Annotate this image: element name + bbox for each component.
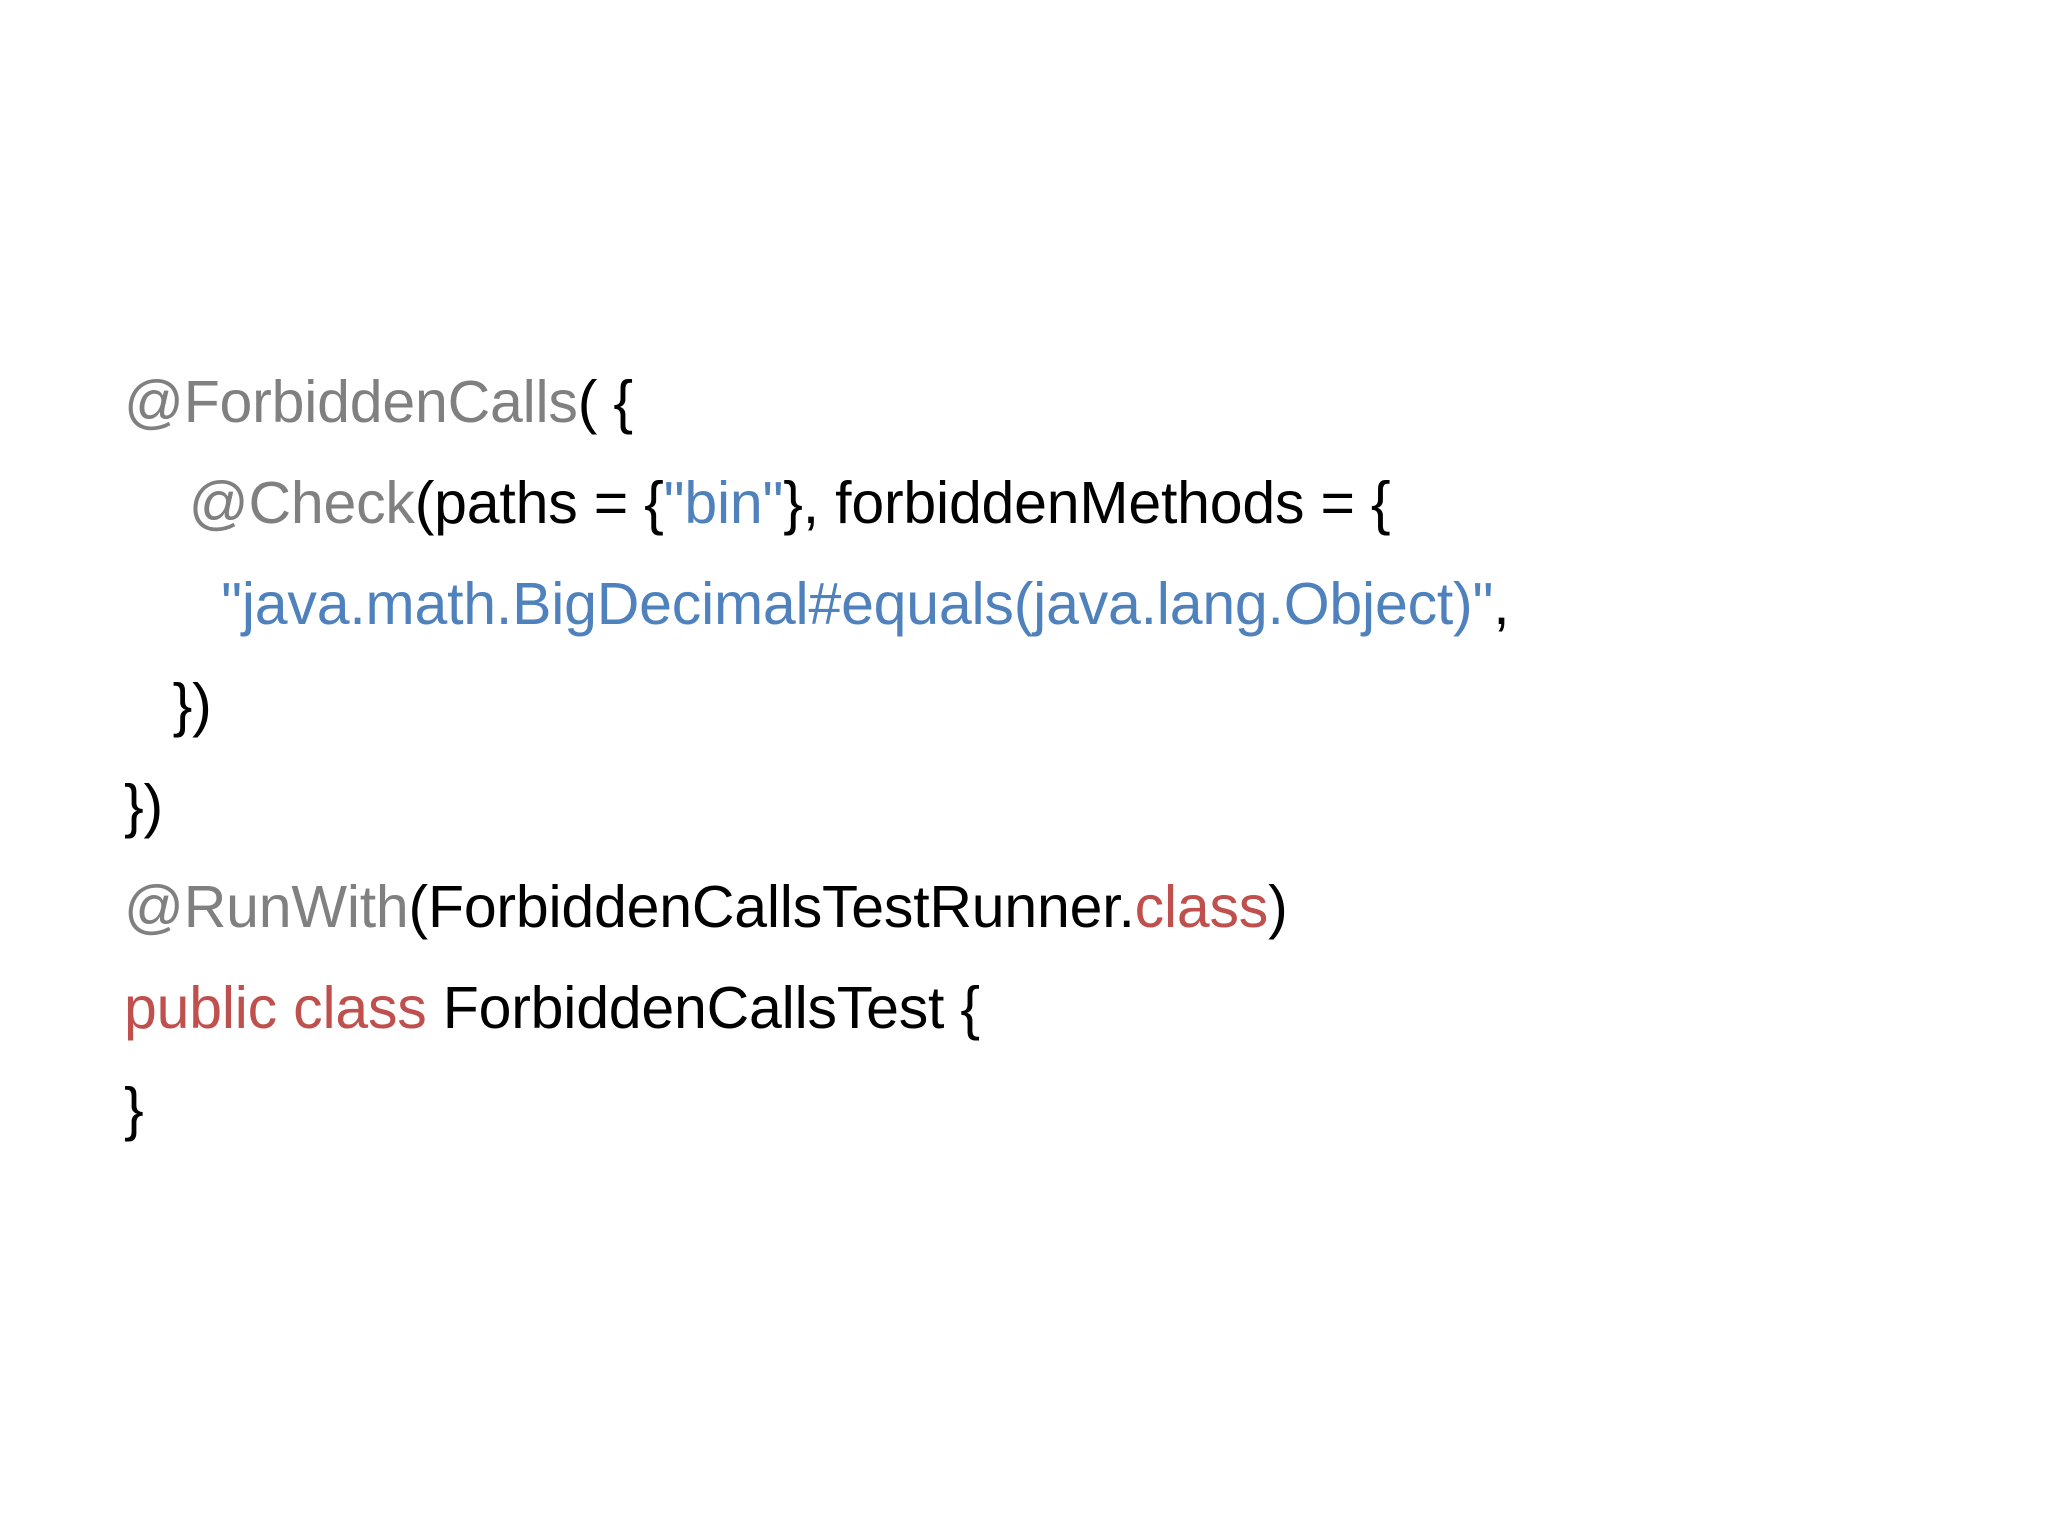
code-token-plain: , <box>1493 571 1510 637</box>
code-token-keyword: class <box>1134 874 1269 940</box>
code-token-plain: ForbiddenCallsTest { <box>426 975 980 1041</box>
code-token-plain: }) <box>172 672 212 738</box>
code-token-annotation: @RunWith <box>124 874 409 940</box>
code-token-annotation: @Check <box>188 470 415 536</box>
code-line: }) <box>124 756 1924 857</box>
code-token-plain: (paths = { <box>414 470 664 536</box>
code-token-plain: } <box>124 1076 144 1142</box>
code-token-keyword: public class <box>124 975 427 1041</box>
code-token-plain: }, forbiddenMethods = { <box>783 470 1391 536</box>
code-token-plain: (ForbiddenCallsTestRunner. <box>408 874 1135 940</box>
code-line: public class ForbiddenCallsTest { <box>124 958 1924 1059</box>
code-snippet: @ForbiddenCalls( { @Check(paths = {"bin"… <box>124 352 1924 1160</box>
code-token-plain: }) <box>124 773 163 839</box>
code-line: } <box>124 1059 1924 1160</box>
code-indent <box>124 672 173 738</box>
code-line: "java.math.BigDecimal#equals(java.lang.O… <box>124 554 1924 655</box>
code-token-string: "bin" <box>663 470 784 536</box>
code-token-plain: ( { <box>577 369 633 435</box>
code-token-annotation: @ForbiddenCalls <box>124 369 578 435</box>
code-token-string: "java.math.BigDecimal#equals(java.lang.O… <box>221 571 1494 637</box>
code-indent <box>124 470 189 536</box>
code-line: @ForbiddenCalls( { <box>124 352 1924 453</box>
code-line: @RunWith(ForbiddenCallsTestRunner.class) <box>124 857 1924 958</box>
code-line: }) <box>124 655 1924 756</box>
code-indent <box>124 571 221 637</box>
code-token-plain: ) <box>1268 874 1288 940</box>
code-line: @Check(paths = {"bin"}, forbiddenMethods… <box>124 453 1924 554</box>
